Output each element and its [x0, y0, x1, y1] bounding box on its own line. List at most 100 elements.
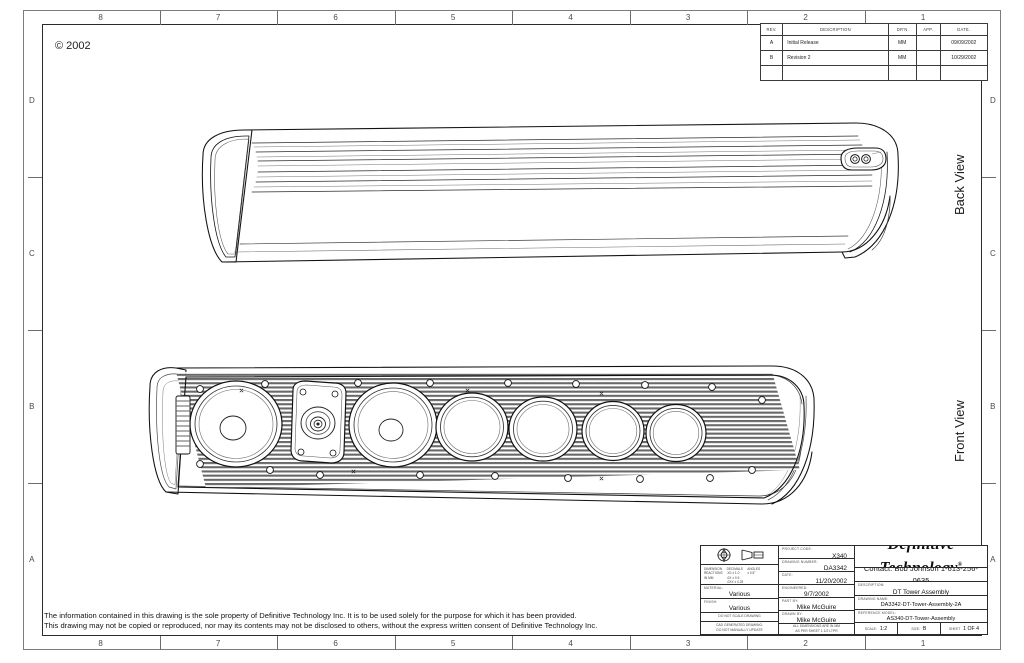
zone-label-right-D: D — [989, 95, 997, 105]
revision-cell-drn — [887, 65, 917, 81]
disclaimer-line-1: The information contained in this drawin… — [44, 611, 577, 620]
revision-cell-date: 10/29/2002 — [939, 50, 989, 66]
zone-tick-top-6 — [747, 11, 748, 25]
projection-cone-icon — [741, 549, 763, 561]
zone-tick-top-1 — [159, 11, 161, 25]
zone-tick-top-3 — [394, 11, 396, 25]
description-value: DT Tower Assembly — [892, 588, 950, 596]
revision-header-rev: REV. — [759, 23, 784, 36]
revision-cell-drn: MM — [887, 50, 917, 66]
material-key: MATERIAL: — [704, 585, 724, 590]
revision-row — [759, 65, 989, 81]
zone-label-left-C: C — [28, 248, 36, 258]
zone-tick-bottom-6 — [747, 636, 748, 650]
reference-model-cell: REFERENCE MODEL: AS340-DT-Tower-Assembly — [855, 610, 987, 624]
legal-disclaimer: The information contained in this drawin… — [44, 611, 712, 631]
zone-label-top-3: 3 — [685, 13, 691, 22]
zone-label-bottom-7: 7 — [215, 639, 221, 648]
revision-header-drn: DR'N — [887, 23, 917, 36]
zone-label-right-C: C — [989, 248, 997, 258]
scale-value: 1:2 — [879, 625, 888, 632]
revision-header-date: DATE. — [939, 23, 989, 36]
drawn-by-cell: DRAWN BY: Mike McGuire — [779, 611, 854, 624]
revision-cell-rev: A — [759, 35, 784, 51]
revision-cell-description — [782, 65, 889, 81]
dimensions-note-line-1: ALL DIMENSIONS ARE IN MM — [793, 624, 840, 629]
tolerance-angles: ANGLES ± 0.5° — [747, 567, 760, 575]
part-by-value: Mike McGuire — [796, 604, 837, 611]
engineered-key: ENGINEERED: — [782, 585, 808, 590]
description-key: DESCRIPTION: — [858, 583, 885, 588]
zone-label-top-7: 7 — [215, 13, 221, 22]
zone-tick-right-2 — [982, 330, 996, 331]
size-key: SIZE: — [911, 626, 920, 631]
zone-label-top-6: 6 — [333, 13, 339, 22]
date-value: 11/20/2002 — [815, 578, 847, 585]
zone-tick-top-5 — [629, 11, 631, 25]
revision-cell-app — [915, 35, 941, 51]
revision-table-header-row: REV. DESCRIPTION DR'N APP. DATE. — [759, 23, 989, 36]
revision-cell-app — [915, 65, 941, 81]
revision-cell-date — [939, 65, 989, 81]
zone-tick-left-3 — [28, 483, 42, 484]
cad-note: CAD GENERATED DRAWING. DO NOT MANUALLY U… — [701, 622, 778, 634]
part-by-cell: PART BY: Mike McGuire — [779, 598, 854, 611]
brand-name: Definitive Technology — [879, 546, 958, 569]
revision-cell-app — [915, 50, 941, 66]
zone-tick-bottom-1 — [159, 636, 161, 650]
finish-value: Various — [728, 605, 751, 613]
material-cell: MATERIAL: Various — [701, 585, 778, 599]
revision-header-app: APP. — [915, 23, 941, 36]
size-value: B — [922, 625, 927, 632]
drawing-number-value: DA3342 — [823, 565, 847, 572]
size-cell: SIZE: B — [898, 623, 941, 634]
tolerance-decimals-label: DECIMALS — [726, 567, 743, 572]
zone-tick-bottom-4 — [512, 636, 513, 650]
zone-label-left-A: A — [29, 554, 35, 564]
drawn-by-value: Mike McGuire — [796, 617, 837, 624]
zone-tick-bottom-5 — [629, 636, 631, 650]
revision-cell-rev: B — [759, 50, 784, 66]
drawing-name-value: DA3342-DT-Tower-Assembly-2A — [880, 602, 962, 609]
first-angle-projection-icon — [716, 548, 731, 563]
date-cell: DATE: 11/20/2002 — [779, 572, 854, 585]
zone-label-bottom-4: 4 — [568, 639, 574, 648]
scale-key: SCALE: — [864, 626, 877, 631]
drawn-by-key: DRAWN BY: — [782, 611, 803, 616]
reference-model-value: AS340-DT-Tower-Assembly — [886, 616, 956, 623]
contact-cell: Contact: Bob Johnson 1-613-256-0635 — [855, 568, 987, 583]
disclaimer-line-2: This drawing may not be copied or reprod… — [44, 621, 598, 630]
drawing-name-key: DRAWING NAME: — [858, 596, 889, 601]
sheet-key: SHEET — [948, 626, 961, 631]
tolerance-decimals-1: .X0 ± 1.0 — [726, 571, 740, 576]
zone-tick-bottom-7 — [864, 636, 866, 650]
zone-label-top-5: 5 — [450, 13, 456, 22]
title-block-column-brand: Definitive Technology® Contact: Bob John… — [855, 546, 987, 634]
tolerance-angles-value: ± 0.5° — [747, 571, 756, 576]
zone-label-top-2: 2 — [803, 13, 809, 22]
date-key: DATE: — [782, 572, 793, 577]
zone-tick-top-2 — [277, 11, 278, 25]
view-label-front: Front View — [952, 400, 967, 462]
zone-label-bottom-5: 5 — [450, 639, 456, 648]
engineered-value: 9/7/2002 — [804, 591, 829, 598]
revision-header-description: DESCRIPTION — [782, 23, 889, 36]
dimensions-note: ALL DIMENSIONS ARE IN MM AS PER SHEET 1 … — [779, 624, 854, 634]
projection-symbol-cell — [701, 546, 778, 566]
brand-logo: Definitive Technology® — [858, 546, 984, 569]
scale-cell: SCALE: 1:2 — [855, 623, 898, 634]
zone-tick-top-4 — [512, 11, 513, 25]
revision-cell-date: 09/09/2002 — [939, 35, 989, 51]
revision-cell-description: Initial Release — [782, 35, 889, 51]
revision-cell-rev — [759, 65, 784, 81]
drawing-number-key: DRAWING NUMBER: — [782, 559, 818, 564]
zone-tick-top-7 — [864, 11, 866, 25]
zone-tick-right-3 — [982, 483, 996, 484]
